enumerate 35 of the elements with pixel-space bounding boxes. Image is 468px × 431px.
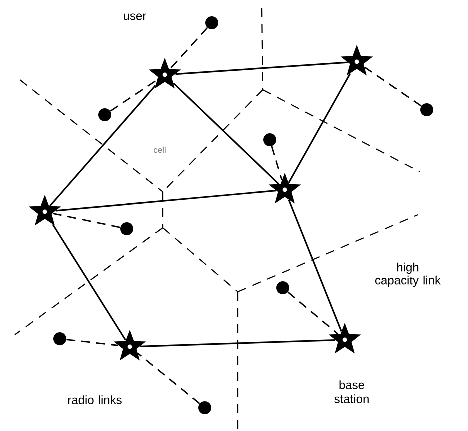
label-text: user <box>124 14 146 20</box>
user-dot <box>54 332 66 346</box>
user-dot <box>276 282 290 294</box>
user-dot <box>120 222 134 236</box>
node-caption: base station <box>334 380 369 404</box>
link-line <box>176 62 348 76</box>
link-line <box>140 340 336 348</box>
radio-link <box>138 353 200 404</box>
label-text: cell <box>154 146 166 154</box>
user-dot <box>420 104 434 116</box>
link-line <box>52 224 127 341</box>
link-line <box>288 73 352 184</box>
label-text: radio links <box>68 396 122 404</box>
link-line <box>56 190 276 212</box>
base-station-star <box>114 330 146 361</box>
radio-link <box>52 212 121 228</box>
user-dot <box>264 134 276 146</box>
base-station-star <box>268 173 302 204</box>
base-station-star <box>340 45 374 76</box>
radio-link <box>66 339 119 346</box>
user-dot <box>98 108 112 122</box>
radio-link <box>110 80 158 112</box>
base-station-star <box>148 58 182 89</box>
base-station-star <box>328 323 362 354</box>
radio-link <box>364 66 422 107</box>
label-text: high capacity link <box>376 262 442 288</box>
user-dot <box>198 402 212 414</box>
radio-link <box>271 146 283 180</box>
link-line <box>50 85 156 207</box>
link-line <box>173 82 280 185</box>
radio-link <box>288 292 339 335</box>
user-dot <box>206 16 218 30</box>
radio-link <box>170 28 208 70</box>
link-line <box>288 200 342 332</box>
base-station-star <box>28 195 62 226</box>
